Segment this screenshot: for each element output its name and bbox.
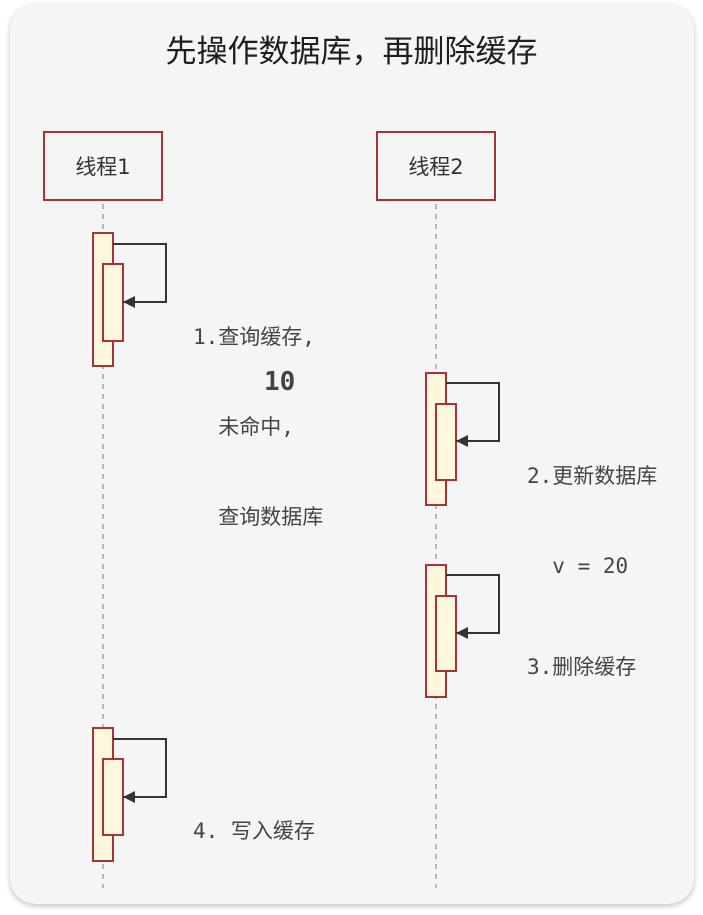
activation-step3 (425, 564, 500, 698)
arrowhead-step2 (456, 435, 468, 447)
step2-line2: v = 20 (527, 554, 629, 578)
activation-step1 (92, 232, 167, 367)
actor-thread2: 线程2 (376, 131, 496, 201)
self-arrow-step1 (113, 243, 167, 303)
step2-line1: 2.更新数据库 (527, 464, 658, 488)
step2-label: 2.更新数据库 v = 20 (527, 401, 657, 611)
arrowhead-step3 (456, 627, 468, 639)
step3-label: 3.删除缓存 (527, 592, 636, 712)
step1-line3: 查询数据库 (193, 505, 324, 529)
step1-label: 1.查询缓存, 未命中, 查询数据库 (193, 262, 323, 562)
self-arrow-step3 (446, 574, 500, 634)
step1-line2: 未命中, (193, 415, 294, 439)
read-value: 10 (264, 367, 296, 397)
diagram-title: 先操作数据库，再删除缓存 (165, 34, 538, 70)
self-arrow-step2 (446, 382, 500, 442)
arrowhead-step4 (123, 791, 135, 803)
activation-step2 (425, 372, 500, 506)
self-arrow-step4 (113, 738, 167, 798)
arrowhead-step1 (123, 296, 135, 308)
actor-thread1: 线程1 (43, 131, 163, 201)
step3-line1: 3.删除缓存 (527, 655, 637, 679)
step1-line1: 1.查询缓存, (193, 325, 315, 349)
activation-step4 (92, 727, 167, 862)
step4-label: 4. 写入缓存 (193, 756, 315, 876)
step4-line1: 4. 写入缓存 (193, 819, 315, 843)
